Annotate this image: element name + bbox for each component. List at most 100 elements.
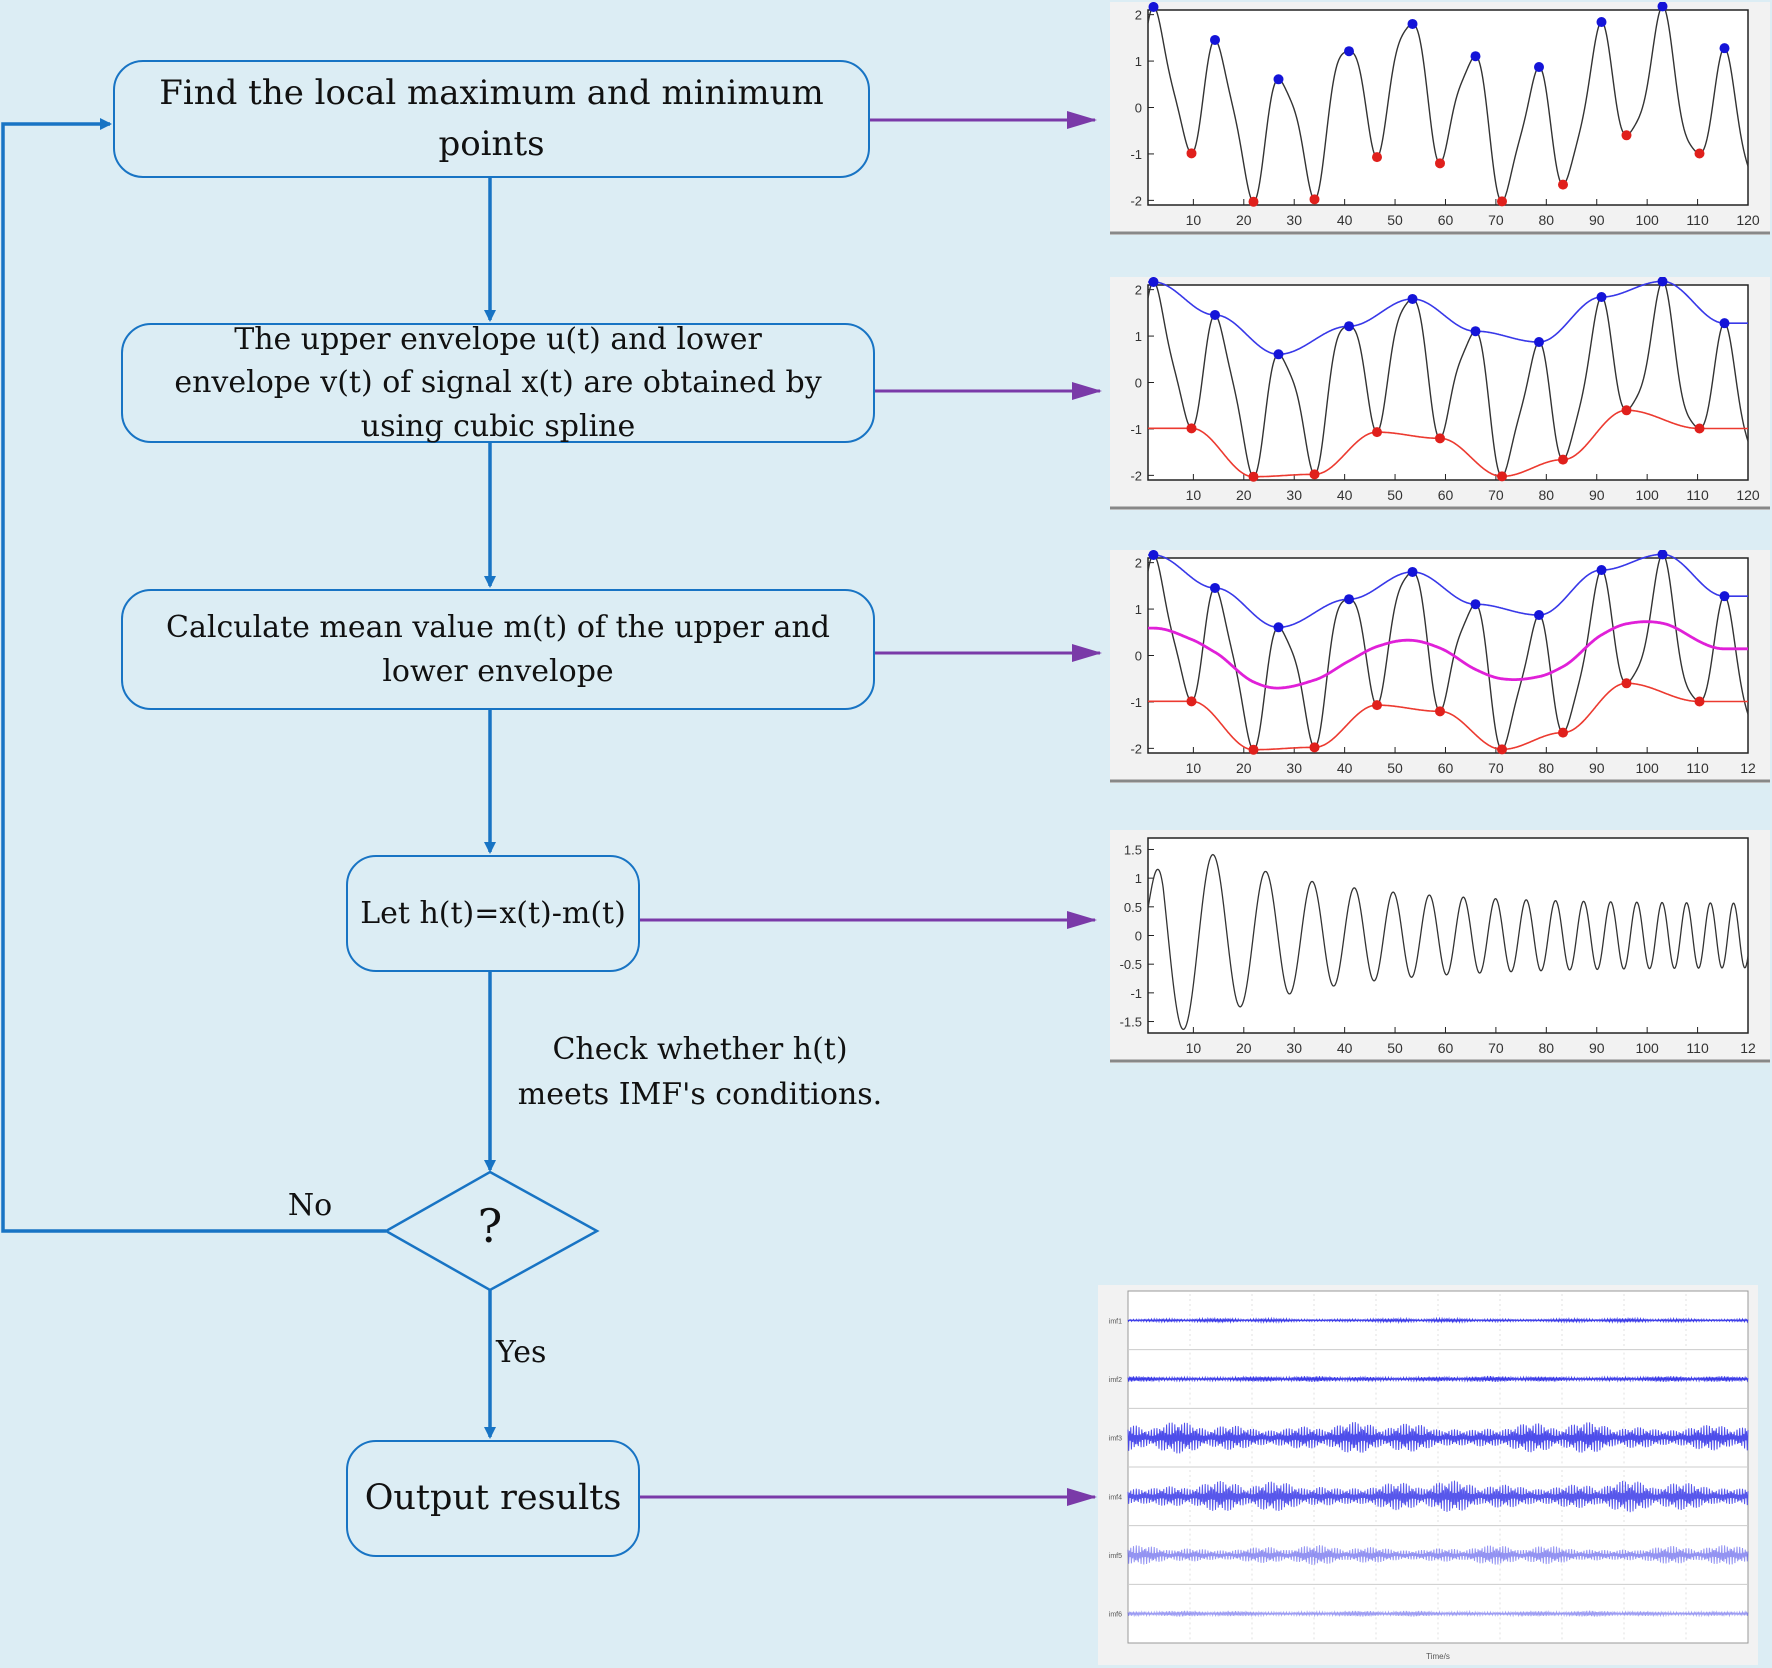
maximum-point	[1719, 591, 1730, 602]
minimum-point	[1372, 700, 1382, 711]
maximum-point	[1719, 318, 1730, 329]
x-tick-label: 40	[1337, 487, 1353, 503]
minimum-point	[1435, 706, 1445, 717]
minimum-point	[1248, 196, 1259, 207]
maximum-point	[1534, 337, 1544, 348]
x-tick-label: 60	[1438, 760, 1454, 776]
x-tick-label: 10	[1186, 212, 1202, 228]
maximum-point	[1407, 293, 1418, 304]
y-tick-label: 0	[1135, 376, 1142, 391]
x-tick-label: 60	[1438, 212, 1454, 228]
maximum-point	[1596, 17, 1607, 28]
loop-back-arrow	[1, 118, 386, 1233]
y-tick-label: 0	[1135, 649, 1142, 664]
minimum-point	[1186, 148, 1197, 159]
maximum-point	[1534, 62, 1544, 73]
y-tick-label: -1	[1130, 986, 1142, 1001]
decision-symbol: ?	[477, 1199, 503, 1253]
y-tick-label: -1	[1130, 422, 1142, 437]
y-tick-label: 1	[1135, 329, 1142, 344]
maximum-point	[1273, 74, 1284, 85]
x-tick-label: 10	[1186, 487, 1202, 503]
x-tick-label: 100	[1635, 212, 1659, 228]
step-h: Let h(t)=x(t)-m(t)	[346, 855, 640, 972]
maximum-point	[1470, 326, 1481, 337]
yes-label: Yes	[496, 1335, 547, 1370]
minimum-point	[1309, 194, 1320, 205]
x-tick-label: 90	[1589, 212, 1605, 228]
lower-envelope-line	[1148, 682, 1748, 751]
minimum-point	[1372, 152, 1382, 163]
x-tick-label: 80	[1539, 1040, 1555, 1056]
x-tick-label: 70	[1488, 760, 1504, 776]
imf-ylabel: imf6	[1109, 1612, 1122, 1619]
y-tick-label: 0	[1135, 929, 1142, 944]
x-tick-label: 90	[1589, 760, 1605, 776]
imf-line	[1127, 1375, 1749, 1383]
x-tick-label: 110	[1686, 1040, 1709, 1056]
no-label: No	[287, 1188, 333, 1223]
x-tick-label: 110	[1686, 212, 1709, 228]
x-tick-label: 50	[1387, 487, 1403, 503]
y-tick-label: -1	[1130, 695, 1142, 710]
imf-line	[1127, 1609, 1749, 1618]
flow-arrows	[1, 118, 496, 1439]
minimum-point	[1621, 678, 1632, 689]
x-tick-label: 70	[1488, 212, 1504, 228]
signal-line	[1147, 553, 1749, 751]
decision-diamond	[383, 1170, 600, 1292]
y-tick-label: -1.5	[1120, 1015, 1142, 1030]
x-tick-label: 50	[1387, 212, 1403, 228]
y-tick-label: 2	[1135, 556, 1142, 571]
y-tick-label: -2	[1130, 741, 1142, 756]
plot-area	[1147, 9, 1749, 206]
imf-ylabel: imf4	[1109, 1494, 1122, 1501]
x-tick-label: 12	[1740, 760, 1756, 776]
x-tick-label: 90	[1589, 487, 1605, 503]
minimum-point	[1372, 427, 1382, 438]
step-output: Output results	[346, 1440, 640, 1557]
x-tick-label: 40	[1337, 760, 1353, 776]
minimum-point	[1558, 179, 1568, 190]
minimum-point	[1497, 196, 1507, 207]
minimum-point	[1694, 423, 1705, 434]
minimum-point	[1435, 433, 1445, 444]
y-tick-label: 0	[1135, 101, 1142, 116]
x-tick-label: 90	[1589, 1040, 1605, 1056]
y-tick-label: 1	[1135, 54, 1142, 69]
maximum-point	[1657, 2, 1668, 12]
maximum-point	[1148, 277, 1159, 287]
x-tick-label: 10	[1186, 760, 1202, 776]
minimum-point	[1186, 696, 1197, 707]
x-tick-label: 20	[1236, 760, 1252, 776]
minimum-point	[1186, 423, 1197, 434]
x-tick-label: 120	[1736, 487, 1760, 503]
step-envelope: The upper envelope u(t) and lower envelo…	[121, 322, 875, 444]
step-h-text: Let h(t)=x(t)-m(t)	[360, 896, 626, 931]
x-tick-label: 20	[1236, 487, 1252, 503]
plot-area	[1147, 284, 1749, 481]
maximum-point	[1344, 321, 1354, 332]
imf-line	[1127, 1545, 1749, 1565]
maximum-point	[1273, 349, 1284, 360]
y-tick-label: -0.5	[1120, 957, 1142, 972]
x-tick-label: 80	[1539, 487, 1555, 503]
y-tick-label: 1	[1135, 871, 1142, 886]
x-tick-label: 80	[1539, 212, 1555, 228]
upper-envelope-line	[1148, 280, 1748, 356]
x-tick-label: 40	[1337, 212, 1353, 228]
check-condition-label: Check whether h(t) meets IMF's condition…	[517, 1032, 883, 1112]
signal-line	[1147, 5, 1749, 203]
minimum-point	[1435, 158, 1445, 169]
maximum-point	[1148, 550, 1159, 560]
minimum-point	[1558, 727, 1568, 738]
imf-ylabel: imf3	[1109, 1436, 1122, 1443]
step-mean: Calculate mean value m(t) of the upper a…	[121, 589, 875, 710]
step-find-extrema-text: Find the local maximum and minimum point…	[159, 73, 824, 164]
maximum-point	[1657, 277, 1668, 287]
upper-envelope-line	[1148, 553, 1748, 629]
plot-area	[1147, 557, 1749, 754]
